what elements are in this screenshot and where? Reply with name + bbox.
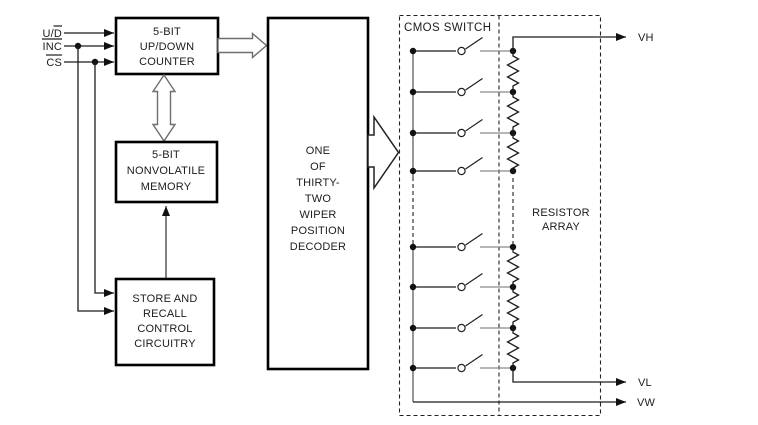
- memory-box: [114, 140, 219, 204]
- vl-wire: [512, 368, 626, 386]
- cmos-switch-row: [409, 232, 517, 252]
- resistor-element: [506, 50, 520, 92]
- resistor-array-label-2: ARRAY: [542, 221, 581, 233]
- resistor-element: [506, 327, 520, 369]
- counter-line-1: 5-BIT: [153, 26, 181, 38]
- counter-line-3: COUNTER: [139, 56, 195, 68]
- decoder-box: [266, 16, 370, 371]
- counter-to-decoder-arrow-icon: [217, 31, 268, 60]
- decoder-line-2: OF: [310, 161, 326, 173]
- output-label-vh: VH: [638, 32, 654, 44]
- resistor-element: [506, 132, 520, 174]
- input-label-inc: INC: [42, 41, 62, 53]
- vh-wire: [512, 33, 626, 51]
- cmos-switch-row: [409, 77, 517, 97]
- resistor-element: [506, 286, 520, 328]
- cmos-switch-label: CMOS SWITCH: [404, 22, 491, 34]
- decoder-line-1: ONE: [306, 145, 330, 157]
- cmos-switch-section: CMOS SWITCH RESISTOR ARRAY: [398, 14, 602, 417]
- counter-block: 5-BIT UP/DOWN COUNTER: [114, 16, 220, 76]
- cmos-switch-row: [409, 156, 517, 176]
- store-recall-box: [114, 277, 216, 367]
- resistor-array-label-1: RESISTOR: [532, 207, 590, 219]
- memory-line-1: 5-BIT: [152, 149, 180, 161]
- input-pins: U/D INC CS: [42, 25, 114, 315]
- decoder-line-6: POSITION: [291, 225, 345, 237]
- output-label-vl: VL: [638, 377, 652, 389]
- store-line-3: CONTROL: [137, 323, 192, 335]
- store-line-4: CIRCUITRY: [134, 338, 196, 350]
- cmos-switch-row: [409, 272, 517, 292]
- decoder-to-switch-arrow-icon: [367, 114, 400, 191]
- cs-branch-wire: [94, 62, 114, 297]
- store-recall-block: STORE AND RECALL CONTROL CIRCUITRY: [114, 277, 216, 367]
- cmos-switch-row: [409, 353, 517, 373]
- inc-branch-wire: [77, 46, 114, 315]
- memory-line-2: NONVOLATILE: [127, 165, 205, 177]
- resistor-element: [506, 246, 520, 288]
- decoder-line-4: TWO: [305, 193, 332, 205]
- memory-line-3: MEMORY: [141, 181, 192, 193]
- store-line-2: RECALL: [143, 308, 187, 320]
- output-pins: VH VL VW: [413, 32, 656, 409]
- counter-line-2: UP/DOWN: [140, 41, 195, 53]
- decoder-line-5: WIPER: [299, 209, 336, 221]
- decoder-line-3: THIRTY-: [296, 177, 340, 189]
- output-label-vw: VW: [637, 397, 656, 409]
- input-label-ud: U/D: [42, 28, 62, 40]
- cmos-switch-row: [409, 118, 517, 138]
- store-line-1: STORE AND: [132, 293, 197, 305]
- input-label-cs: CS: [46, 57, 62, 69]
- decoder-line-7: DECODER: [290, 241, 346, 253]
- decoder-block: ONE OF THIRTY- TWO WIPER POSITION DECODE…: [266, 16, 370, 371]
- resistor-element: [506, 91, 520, 133]
- memory-block: 5-BIT NONVOLATILE MEMORY: [114, 140, 219, 204]
- switch-section-dashed-border: [398, 14, 602, 417]
- cmos-switch-row: [409, 36, 517, 56]
- counter-memory-bidirectional-arrow-icon: [151, 73, 177, 143]
- cmos-switch-row: [409, 313, 517, 333]
